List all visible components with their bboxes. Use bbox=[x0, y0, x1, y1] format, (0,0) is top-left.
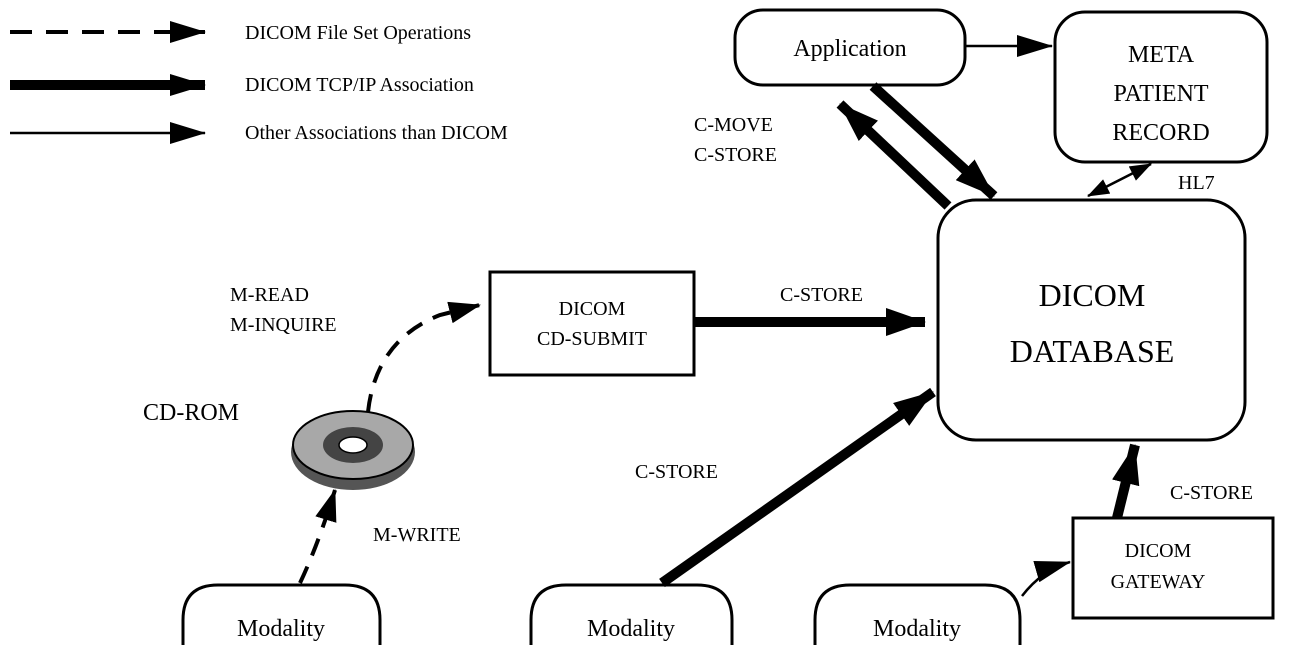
application-node bbox=[733, 8, 967, 87]
legend-thick-label: DICOM TCP/IP Association bbox=[245, 74, 474, 96]
edge-gateway-to-database bbox=[1112, 443, 1140, 520]
c-store-submit-label: C-STORE bbox=[780, 284, 863, 306]
edge-modality-to-gateway bbox=[1021, 560, 1071, 597]
edge-app-to-database bbox=[869, 82, 998, 200]
cd-submit-dicom-label: DICOM bbox=[559, 298, 626, 320]
legend-dashed-label: DICOM File Set Operations bbox=[245, 22, 471, 44]
patient-label: PATIENT bbox=[1113, 81, 1208, 107]
cd-submit-label: CD-SUBMIT bbox=[537, 328, 647, 350]
meta-label: META bbox=[1128, 42, 1195, 68]
edge-cdrom-to-cd-submit bbox=[366, 301, 481, 413]
edge-database-to-app bbox=[836, 100, 952, 210]
c-store-gateway-label: C-STORE bbox=[1170, 482, 1253, 504]
modality-center-label: Modality bbox=[587, 616, 675, 642]
cd-rom-disc-icon bbox=[291, 410, 415, 490]
c-store-app-label: C-STORE bbox=[694, 144, 777, 166]
edge-modality-to-cdrom bbox=[298, 489, 337, 584]
m-read-label: M-READ bbox=[230, 284, 309, 306]
c-store-modality-label: C-STORE bbox=[635, 461, 718, 483]
edge-hl7 bbox=[1087, 162, 1152, 198]
gateway-dicom-label: DICOM bbox=[1125, 540, 1192, 562]
modality-right-node bbox=[813, 583, 1022, 645]
gateway-label: GATEWAY bbox=[1111, 571, 1206, 593]
application-label: Application bbox=[793, 36, 906, 62]
dicom-database-node bbox=[936, 198, 1247, 442]
modality-right-label: Modality bbox=[873, 616, 961, 642]
modality-left-node bbox=[181, 583, 382, 645]
edge-modality-to-database bbox=[659, 387, 936, 588]
legend: DICOM File Set Operations DICOM TCP/IP A… bbox=[10, 21, 508, 144]
m-write-label: M-WRITE bbox=[373, 524, 461, 546]
m-inquire-label: M-INQUIRE bbox=[230, 314, 337, 336]
modality-center-node bbox=[529, 583, 734, 645]
modality-left-label: Modality bbox=[237, 616, 325, 642]
legend-thin-label: Other Associations than DICOM bbox=[245, 122, 508, 144]
record-label: RECORD bbox=[1112, 120, 1209, 146]
hl7-label: HL7 bbox=[1178, 172, 1215, 194]
gateway-node bbox=[1071, 516, 1275, 620]
database-dicom-label: DICOM bbox=[1039, 277, 1146, 313]
database-database-label: DATABASE bbox=[1010, 333, 1175, 369]
meta-patient-record-node bbox=[1053, 10, 1269, 164]
c-move-label: C-MOVE bbox=[694, 114, 773, 136]
cd-rom-label: CD-ROM bbox=[143, 400, 239, 426]
cd-submit-node bbox=[488, 270, 696, 377]
